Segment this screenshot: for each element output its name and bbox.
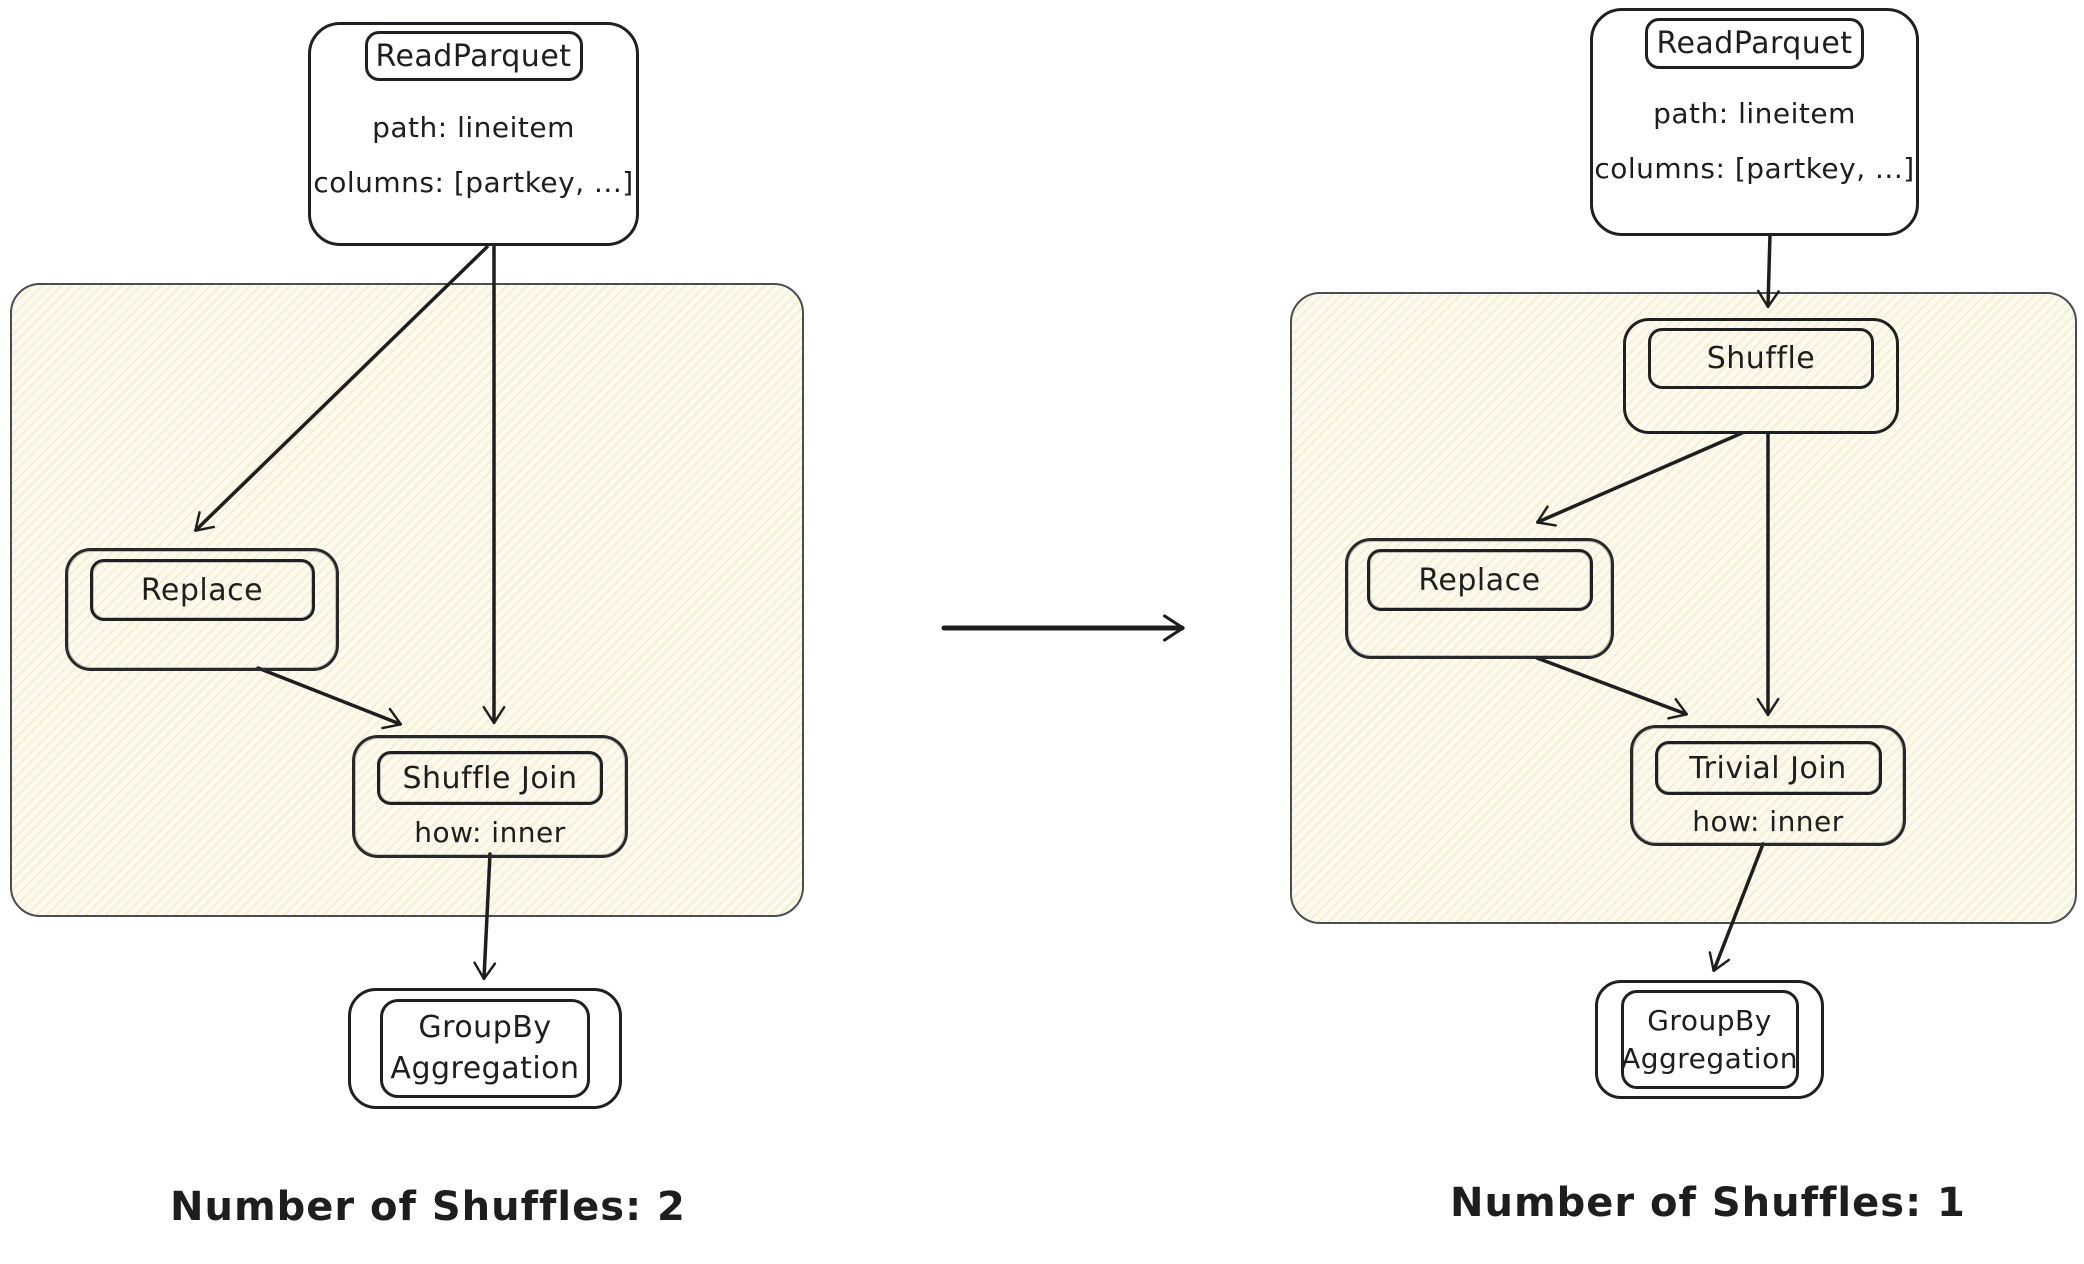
node-right-read-parquet-columns: columns: [partkey, ...]: [1594, 152, 1915, 185]
node-left-replace: Replace: [65, 548, 339, 671]
node-left-read-parquet-path: path: lineitem: [372, 111, 575, 144]
node-left-read-parquet-columns: columns: [partkey, ...]: [313, 166, 634, 199]
node-right-shuffle: Shuffle: [1623, 318, 1899, 434]
right-caption: Number of Shuffles: 1: [1450, 1180, 1966, 1226]
groupby-line1: GroupBy: [1647, 1003, 1772, 1037]
node-right-replace-title: Replace: [1366, 549, 1593, 611]
right-stage-container: [1290, 292, 2077, 924]
node-right-read-parquet-title: ReadParquet: [1645, 18, 1864, 69]
node-left-replace-title: Replace: [89, 559, 315, 621]
left-caption: Number of Shuffles: 2: [170, 1184, 686, 1230]
node-right-read-parquet-path: path: lineitem: [1653, 97, 1856, 130]
node-right-read-parquet: ReadParquet path: lineitem columns: [par…: [1590, 8, 1919, 236]
node-left-shuffle-join-title: Shuffle Join: [377, 751, 603, 805]
node-right-shuffle-title: Shuffle: [1648, 328, 1874, 389]
node-left-shuffle-join: Shuffle Join how: inner: [352, 735, 628, 858]
groupby-line1: GroupBy: [418, 1010, 552, 1045]
node-left-groupby-title: GroupBy Aggregation: [380, 999, 590, 1098]
groupby-line2: Aggregation: [1621, 1041, 1798, 1075]
node-right-groupby: GroupBy Aggregation: [1595, 980, 1824, 1099]
node-right-trivial-join: Trivial Join how: inner: [1630, 725, 1906, 846]
node-left-read-parquet-title: ReadParquet: [364, 31, 583, 81]
node-right-groupby-title: GroupBy Aggregation: [1620, 990, 1799, 1089]
node-right-trivial-join-how: how: inner: [1692, 805, 1844, 838]
node-left-shuffle-join-how: how: inner: [414, 816, 566, 849]
node-right-trivial-join-title: Trivial Join: [1654, 741, 1882, 795]
node-left-groupby: GroupBy Aggregation: [348, 988, 622, 1109]
node-right-replace: Replace: [1345, 538, 1614, 659]
node-left-read-parquet: ReadParquet path: lineitem columns: [par…: [308, 22, 639, 246]
groupby-line2: Aggregation: [390, 1050, 580, 1086]
